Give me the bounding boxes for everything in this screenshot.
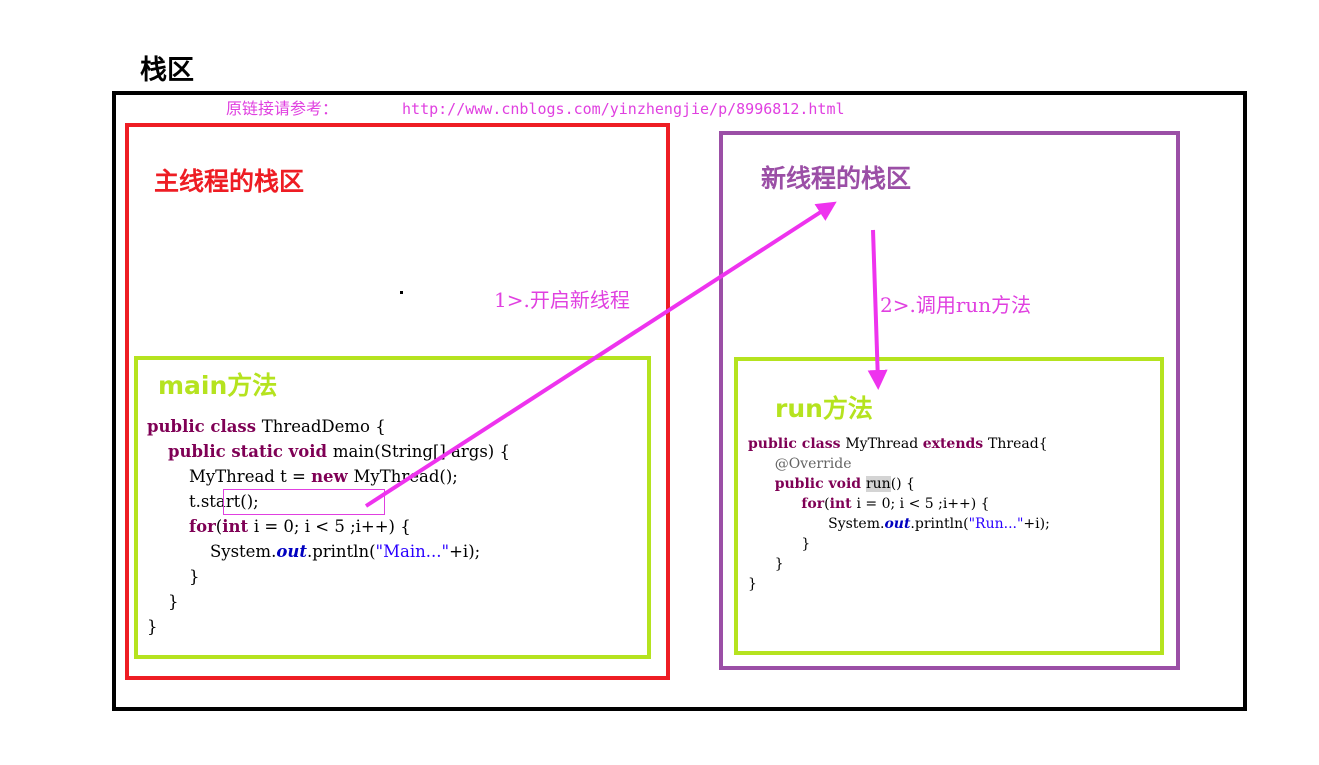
main-method-code: public class ThreadDemo { public static … bbox=[147, 414, 510, 639]
code-token: main(String[] args) { bbox=[332, 442, 510, 461]
code-token bbox=[147, 442, 168, 461]
code-token: MyThread(); bbox=[353, 467, 458, 486]
code-token: "Main..." bbox=[375, 542, 450, 561]
code-token: .println( bbox=[306, 542, 376, 561]
code-line: } bbox=[748, 574, 1050, 594]
code-token: "Run..." bbox=[968, 516, 1024, 532]
code-token: System. bbox=[147, 542, 277, 561]
code-token: Thread{ bbox=[988, 436, 1048, 452]
code-token: ThreadDemo { bbox=[261, 417, 386, 436]
code-token bbox=[748, 476, 775, 492]
code-token: for bbox=[188, 517, 216, 536]
code-token: MyThread bbox=[845, 436, 923, 452]
code-token: public class bbox=[147, 417, 262, 436]
code-token: int bbox=[222, 517, 254, 536]
code-line: } bbox=[748, 554, 1050, 574]
code-token: } bbox=[147, 617, 158, 636]
code-token: int bbox=[829, 496, 857, 512]
code-token: out bbox=[884, 516, 911, 532]
code-line: public class ThreadDemo { bbox=[147, 414, 510, 439]
code-token: new bbox=[311, 467, 354, 486]
run-method-title: run方法 bbox=[775, 394, 873, 423]
run-method-code: public class MyThread extends Thread{ @O… bbox=[748, 434, 1050, 594]
new-thread-stack-title: 新线程的栈区 bbox=[761, 164, 912, 193]
code-token: i = 0; i < 5 ;i++) { bbox=[253, 517, 411, 536]
code-token: out bbox=[276, 542, 307, 561]
code-line: public void run() { bbox=[748, 474, 1050, 494]
code-token: } bbox=[748, 576, 757, 592]
code-token: i = 0; i < 5 ;i++) { bbox=[856, 496, 990, 512]
stack-heading: 栈区 bbox=[140, 55, 194, 86]
code-token bbox=[147, 517, 189, 536]
code-line: public static void main(String[] args) { bbox=[147, 439, 510, 464]
start-call-highlight-box bbox=[223, 489, 385, 515]
code-token: } bbox=[748, 556, 784, 572]
code-token: .println( bbox=[910, 516, 969, 532]
stack-frame bbox=[112, 91, 1247, 711]
code-line: for(int i = 0; i < 5 ;i++) { bbox=[147, 514, 510, 539]
code-line: } bbox=[147, 564, 510, 589]
stray-dot bbox=[400, 291, 403, 294]
code-line: public class MyThread extends Thread{ bbox=[748, 434, 1050, 454]
step2-label: 2>.调用run方法 bbox=[880, 293, 1032, 317]
code-token: public static void bbox=[167, 442, 333, 461]
code-token: @Override bbox=[774, 456, 852, 472]
code-line: System.out.println("Run..."+i); bbox=[748, 514, 1050, 534]
code-line: MyThread t = new MyThread(); bbox=[147, 464, 510, 489]
source-link: 原链接请参考： http://www.cnblogs.com/yinzhengji… bbox=[226, 95, 845, 119]
code-token: } bbox=[147, 567, 200, 586]
code-token: } bbox=[147, 592, 179, 611]
code-token: public void bbox=[774, 476, 866, 492]
main-method-title: main方法 bbox=[158, 371, 278, 400]
code-token: System. bbox=[748, 516, 885, 532]
code-line: } bbox=[147, 589, 510, 614]
code-token: MyThread t = bbox=[147, 467, 312, 486]
code-token: +i); bbox=[449, 542, 481, 561]
code-token bbox=[748, 496, 801, 512]
code-token: () { bbox=[890, 476, 915, 492]
source-url[interactable]: http://www.cnblogs.com/yinzhengjie/p/899… bbox=[402, 100, 845, 118]
code-token bbox=[748, 456, 775, 472]
code-token: +i); bbox=[1023, 516, 1050, 532]
code-line: for(int i = 0; i < 5 ;i++) { bbox=[748, 494, 1050, 514]
source-label: 原链接请参考： bbox=[226, 99, 339, 118]
code-token: ( bbox=[215, 517, 223, 536]
code-token: } bbox=[748, 536, 811, 552]
code-token: public class bbox=[748, 436, 846, 452]
step1-label: 1>.开启新线程 bbox=[494, 288, 630, 312]
code-line: } bbox=[147, 614, 510, 639]
code-token: extends bbox=[922, 436, 989, 452]
code-line: System.out.println("Main..."+i); bbox=[147, 539, 510, 564]
code-token: run bbox=[865, 476, 891, 492]
main-thread-stack-title: 主线程的栈区 bbox=[154, 167, 305, 196]
code-token: for bbox=[801, 496, 825, 512]
code-line: } bbox=[748, 534, 1050, 554]
code-line: @Override bbox=[748, 454, 1050, 474]
